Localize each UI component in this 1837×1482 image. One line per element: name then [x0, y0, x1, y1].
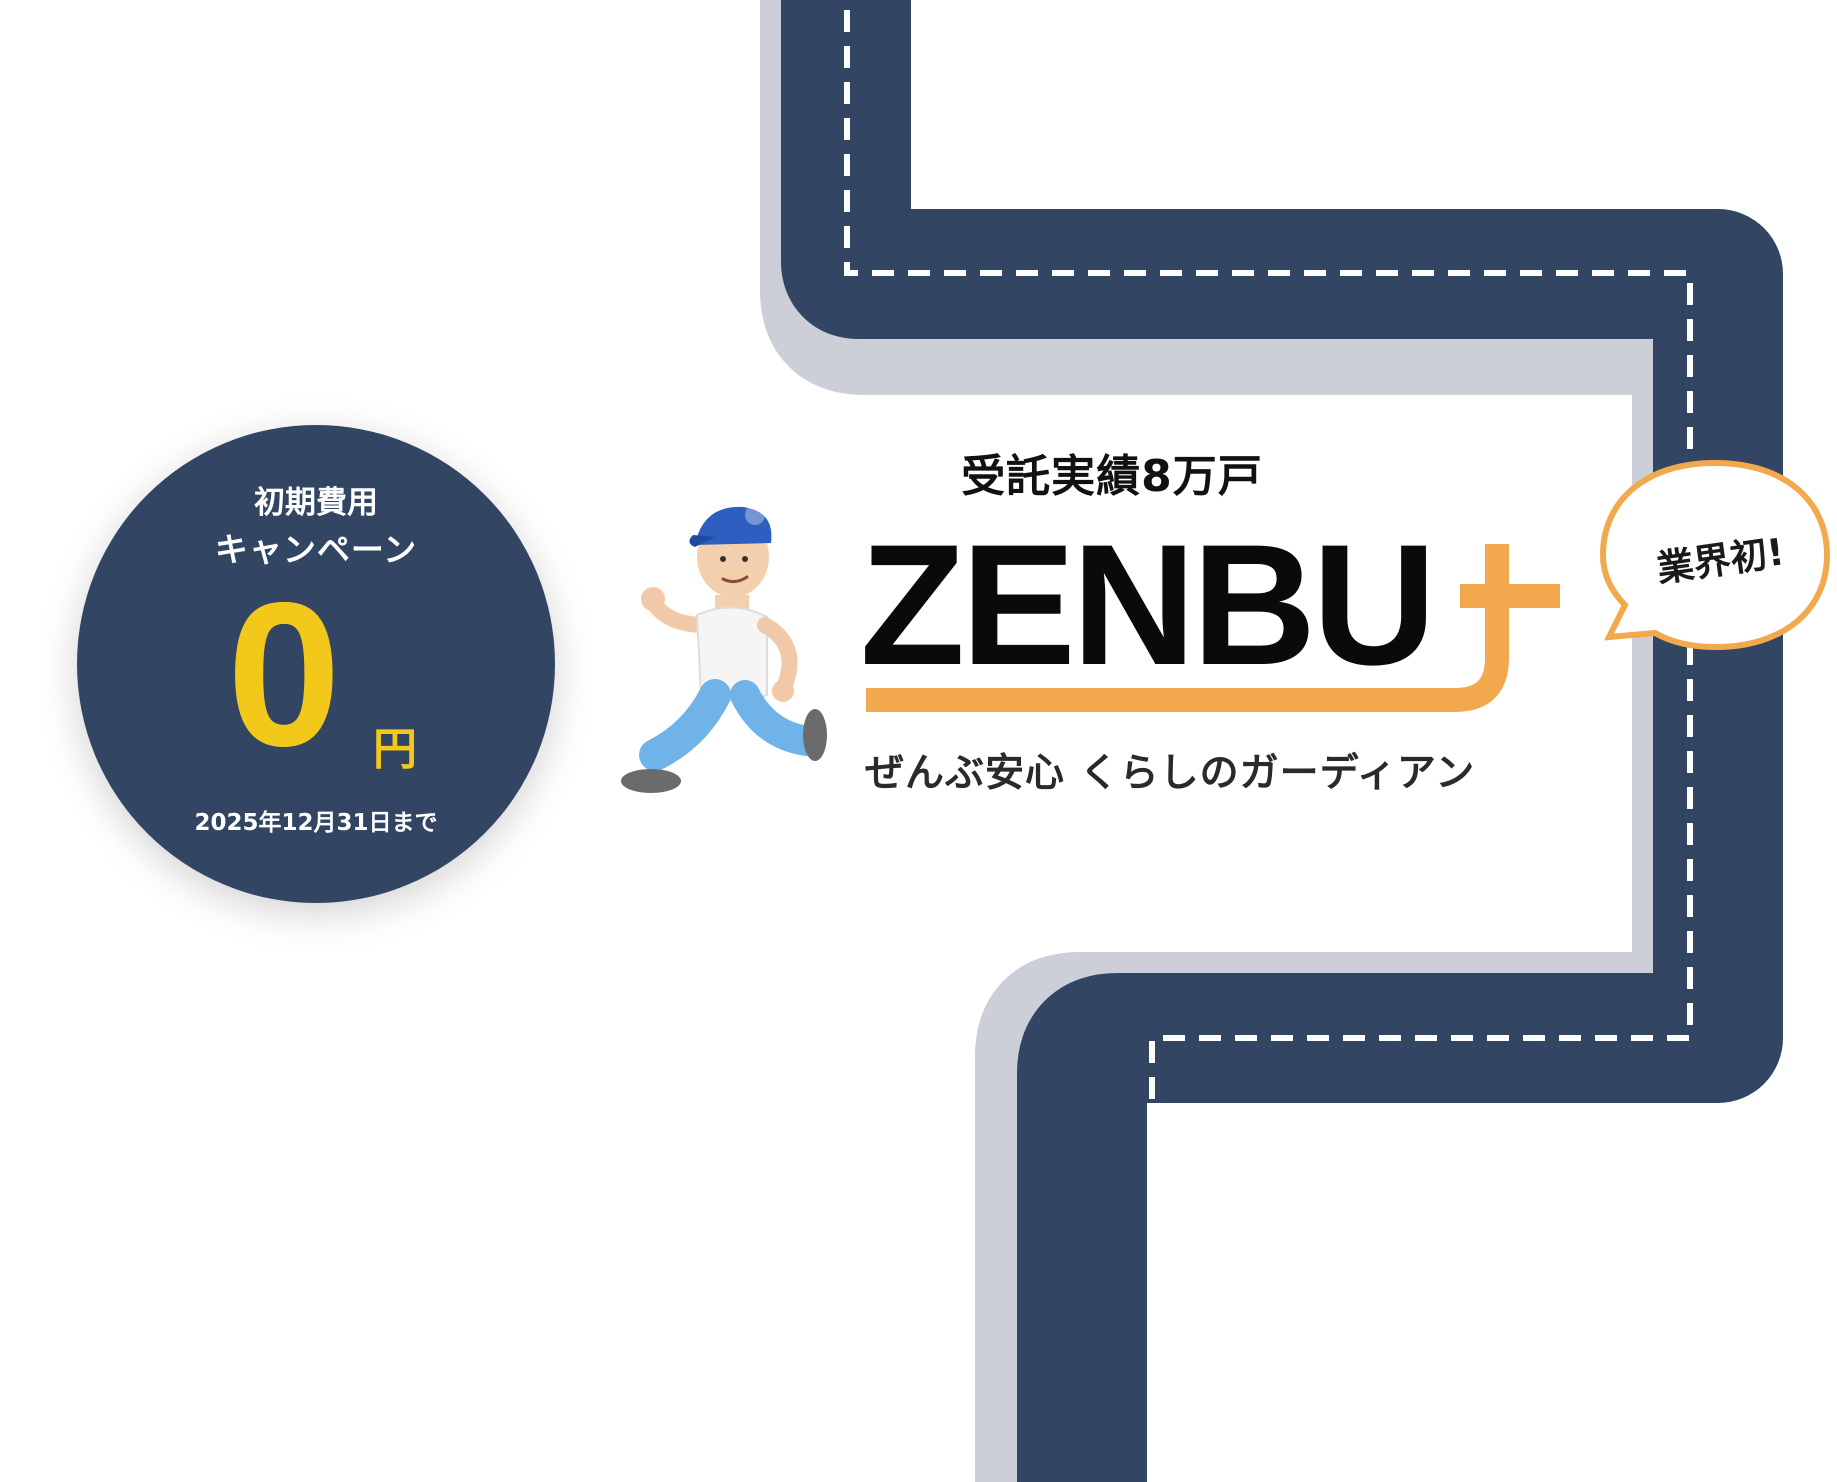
brand-logo: ZENBU: [860, 509, 1436, 701]
campaign-badge: 初期費用 キャンペーン 0 円 2025年12月31日まで: [77, 425, 555, 903]
campaign-price: 0 円: [77, 565, 555, 785]
price-amount: 0: [227, 560, 342, 789]
campaign-deadline: 2025年12月31日まで: [194, 810, 438, 836]
brand-tagline: 受託実績8万戸: [961, 451, 1263, 502]
runner-illustration: [621, 505, 827, 793]
brand-subtitle: ぜんぶ安心 くらしのガーディアン: [865, 751, 1476, 796]
price-currency: 円: [373, 724, 417, 775]
campaign-title-line1: 初期費用: [254, 485, 378, 521]
campaign-title-line2: キャンペーン: [214, 530, 418, 569]
speech-bubble: [1599, 459, 1831, 651]
plus-icon: [866, 544, 1560, 712]
